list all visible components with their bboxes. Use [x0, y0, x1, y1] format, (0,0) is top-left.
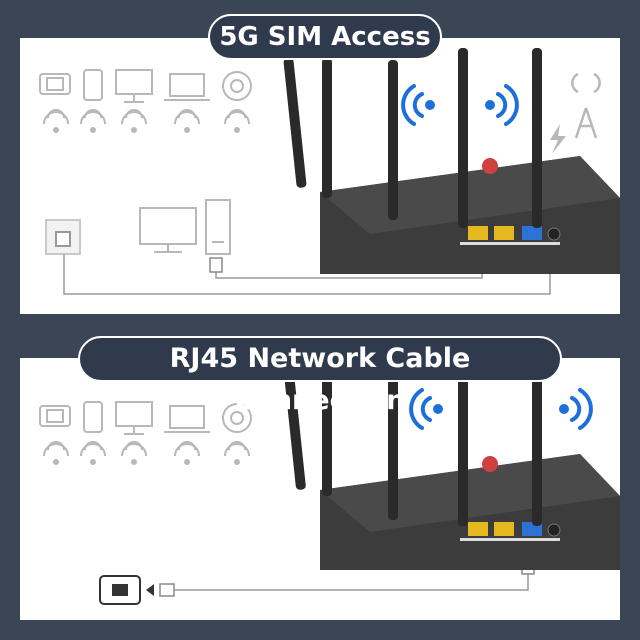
robot-vacuum-icon	[222, 71, 252, 101]
game-console-icon	[39, 73, 71, 95]
desktop-pc-icon	[139, 199, 231, 255]
section-title-rj45-connection: RJ45 Network Cable Connection	[78, 336, 562, 416]
router	[320, 454, 620, 570]
lightning-icon	[550, 124, 566, 154]
wifi-signal-icon	[409, 388, 593, 430]
cell-tower-icon	[571, 72, 601, 139]
wifi-signal-icon	[401, 84, 519, 126]
monitor-icon	[115, 401, 153, 435]
wifi-signal-icon	[43, 441, 250, 465]
phone-icon	[83, 401, 103, 433]
cable-lines	[170, 570, 529, 591]
wall-socket-icon	[99, 575, 154, 605]
laptop-icon	[164, 73, 210, 101]
monitor-icon	[115, 69, 153, 103]
antennas	[284, 364, 542, 526]
wall-socket-icon	[45, 219, 81, 255]
panel-rj45-connection	[20, 358, 620, 620]
antennas	[283, 48, 542, 228]
robot-vacuum-icon	[222, 403, 252, 433]
router	[320, 156, 620, 274]
panel-5g-sim-access	[20, 38, 620, 314]
section-title-5g-sim-access: 5G SIM Access	[208, 14, 442, 60]
game-console-icon	[39, 405, 71, 427]
wifi-signal-icon	[43, 109, 250, 133]
laptop-icon	[164, 405, 210, 433]
phone-icon	[83, 69, 103, 101]
